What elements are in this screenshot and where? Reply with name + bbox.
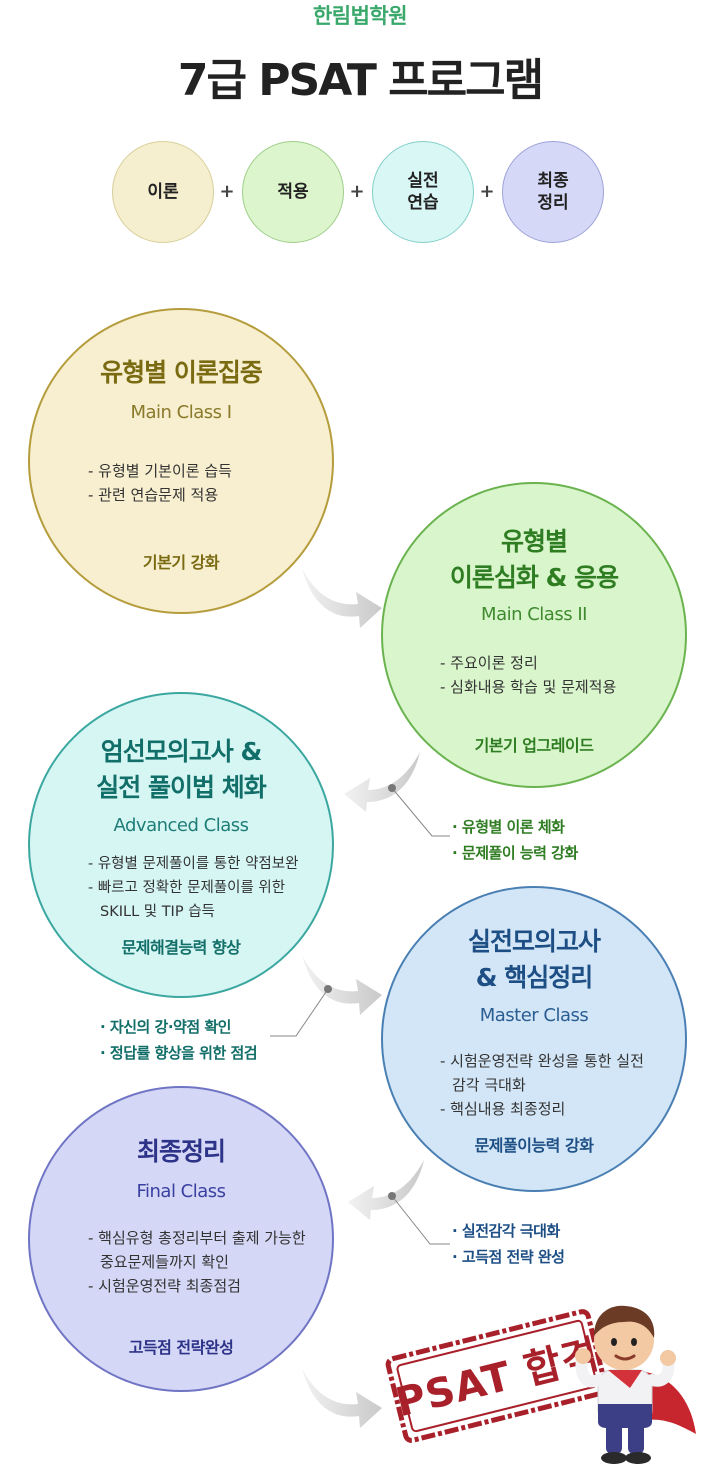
step-label: 적용 bbox=[277, 182, 309, 202]
note-line: · 고득점 전략 완성 bbox=[452, 1248, 565, 1266]
class-title: 유형별 이론집중 bbox=[100, 358, 263, 387]
list-item: - 핵심내용 최종정리 bbox=[440, 1100, 566, 1118]
mascot-character bbox=[575, 1305, 696, 1464]
note-advanced: · 자신의 강·약점 확인 · 정답률 향상을 위한 점검 bbox=[100, 1014, 258, 1066]
class-circle-main2 bbox=[381, 482, 687, 788]
class-footer: 문제풀이능력 강화 bbox=[474, 1136, 594, 1155]
class-subtitle: Main Class II bbox=[481, 604, 587, 625]
connector-dot bbox=[388, 784, 396, 792]
list-item: - 주요이론 정리 bbox=[440, 654, 538, 672]
plus-sign: + bbox=[219, 181, 235, 202]
curved-arrow-icon bbox=[302, 1368, 382, 1428]
list-item: - 심화내용 학습 및 문제적용 bbox=[440, 678, 617, 696]
class-title: 실전모의고사 & 핵심정리 bbox=[467, 927, 601, 992]
class-title: 유형별 이론심화 & 응용 bbox=[449, 527, 619, 592]
class-subtitle: Final Class bbox=[136, 1181, 226, 1202]
curved-arrow-icon bbox=[302, 955, 382, 1015]
list-item: - 시험운영전략 완성을 통한 실전감각 극대화 bbox=[440, 1052, 644, 1094]
plus-sign: + bbox=[479, 181, 495, 202]
connector-line bbox=[391, 787, 450, 837]
class-items: - 유형별 기본이론 습득 - 관련 연습문제 적용 bbox=[88, 459, 308, 507]
note-line: · 유형별 이론 체화 bbox=[452, 818, 565, 836]
list-item: - 유형별 문제풀이를 통한 약점보완 bbox=[88, 856, 299, 872]
class-items: - 주요이론 정리 - 심화내용 학습 및 문제적용 bbox=[440, 651, 670, 699]
list-item: - 핵심유형 총정리부터 출제 가능한 중요문제들까지 확인 bbox=[88, 1229, 306, 1271]
pass-stamp: PSAT 합격 bbox=[385, 1309, 609, 1443]
curved-arrow-icon bbox=[348, 1160, 424, 1220]
class-subtitle: Advanced Class bbox=[113, 815, 250, 836]
class-circle-main1 bbox=[28, 308, 334, 614]
class-footer: 기본기 강화 bbox=[142, 553, 220, 572]
class-circle-master bbox=[381, 886, 687, 1192]
step-apply: 적용 bbox=[242, 141, 344, 243]
step-label: 최종 정리 bbox=[537, 171, 569, 213]
academy-name: 한림법학원 bbox=[312, 4, 408, 28]
class-circle-advanced bbox=[28, 692, 334, 998]
class-items: - 핵심유형 총정리부터 출제 가능한 중요문제들까지 확인 - 시험운영전략 … bbox=[88, 1226, 320, 1298]
class-subtitle: Master Class bbox=[479, 1005, 589, 1026]
connector-dot bbox=[388, 1192, 396, 1200]
list-item: - 유형별 기본이론 습득 bbox=[88, 462, 232, 480]
page-title: 7급 PSAT 프로그램 bbox=[177, 55, 544, 106]
note-line: · 문제풀이 능력 강화 bbox=[452, 844, 578, 862]
class-title: 엄선모의고사 & 실전 풀이법 체화 bbox=[96, 737, 266, 802]
step-theory: 이론 bbox=[112, 141, 214, 243]
step-practice: 실전 연습 bbox=[372, 141, 474, 243]
connector-line bbox=[391, 1195, 450, 1245]
step-label: 실전 연습 bbox=[407, 171, 439, 213]
class-footer: 기본기 업그레이드 bbox=[474, 736, 594, 755]
class-footer: 고득점 전략완성 bbox=[128, 1338, 234, 1357]
list-item: - 빠르고 정확한 문제풀이를 위한 SKILL 및 TIP 습득 bbox=[88, 880, 286, 920]
list-item: - 시험운영전략 최종점검 bbox=[88, 1277, 241, 1295]
note-main2: · 유형별 이론 체화 · 문제풀이 능력 강화 bbox=[452, 814, 578, 866]
list-item: - 관련 연습문제 적용 bbox=[88, 486, 219, 504]
note-master: · 실전감각 극대화 · 고득점 전략 완성 bbox=[452, 1218, 565, 1270]
class-footer: 문제해결능력 향상 bbox=[121, 938, 241, 957]
class-items: - 시험운영전략 완성을 통한 실전감각 극대화 - 핵심내용 최종정리 bbox=[440, 1049, 652, 1121]
step-final: 최종 정리 bbox=[502, 141, 604, 243]
class-subtitle: Main Class I bbox=[130, 402, 232, 423]
connector-line bbox=[270, 988, 329, 1037]
curved-arrow-icon bbox=[344, 752, 420, 812]
plus-sign: + bbox=[349, 181, 365, 202]
class-circle-final bbox=[28, 1086, 334, 1392]
curved-arrow-icon bbox=[302, 568, 382, 628]
note-line: · 자신의 강·약점 확인 bbox=[100, 1018, 231, 1036]
note-line: · 실전감각 극대화 bbox=[452, 1222, 560, 1240]
class-title: 최종정리 bbox=[136, 1137, 226, 1166]
step-label: 이론 bbox=[147, 182, 179, 202]
class-items: - 유형별 문제풀이를 통한 약점보완 - 빠르고 정확한 문제풀이를 위한 S… bbox=[88, 852, 320, 924]
connector-dot bbox=[324, 985, 332, 993]
note-line: · 정답률 향상을 위한 점검 bbox=[100, 1044, 258, 1062]
